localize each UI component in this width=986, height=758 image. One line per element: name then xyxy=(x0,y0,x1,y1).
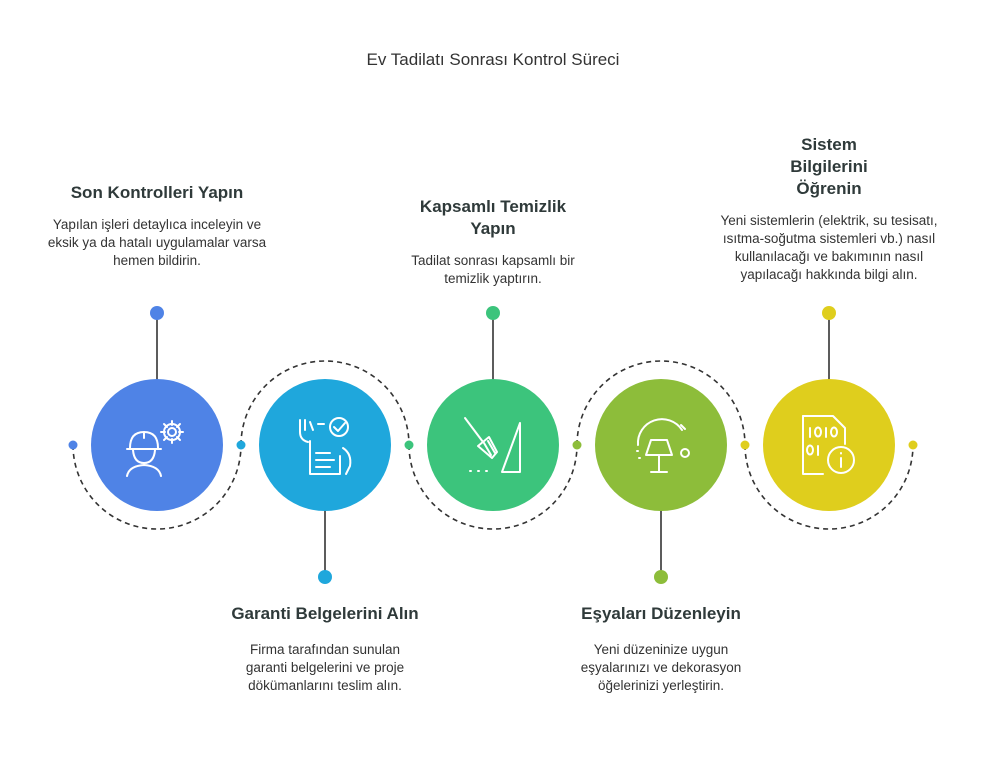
step-2-text: Garanti Belgelerini Alın Firma tarafında… xyxy=(200,603,450,695)
lamp-icon xyxy=(636,418,690,473)
step-4-description: Yeni düzeninize uygun eşyalarınızı ve de… xyxy=(580,642,742,693)
connector-2 xyxy=(318,510,332,584)
step-3-title: Kapsamlı Temizlik Yapın xyxy=(419,197,567,238)
step-2-description: Firma tarafından sunulan garanti belgele… xyxy=(245,642,405,693)
step-circle-4 xyxy=(595,379,727,511)
engineer-gear-icon xyxy=(126,420,184,477)
step-2-title: Garanti Belgelerini Alın xyxy=(231,604,419,623)
step-5-description: Yeni sistemlerin (elektrik, su tesisatı,… xyxy=(720,213,938,282)
step-1-title: Son Kontrolleri Yapın xyxy=(70,183,244,202)
junction-dot xyxy=(740,440,750,450)
step-1-description: Yapılan işleri detaylıca inceleyin ve ek… xyxy=(47,217,267,268)
connector-4 xyxy=(654,510,668,584)
step-5-title: Sistem Bilgilerini Öğrenin xyxy=(790,135,868,198)
junction-dot xyxy=(404,440,414,450)
document-check-icon xyxy=(299,417,352,475)
junction-dot xyxy=(908,440,918,450)
step-circle-5 xyxy=(763,379,895,511)
step-circle-2 xyxy=(259,379,391,511)
step-5-text: Sistem Bilgilerini Öğrenin Yeni sistemle… xyxy=(714,134,944,284)
dashed-arc-path xyxy=(72,360,914,530)
connector-3 xyxy=(486,306,500,380)
broom-icon xyxy=(464,417,521,473)
step-4-text: Eşyaları Düzenleyin Yeni düzeninize uygu… xyxy=(541,603,781,695)
diagram-title: Ev Tadilatı Sonrası Kontrol Süreci xyxy=(366,50,620,69)
step-4-title: Eşyaları Düzenleyin xyxy=(581,604,741,623)
step-3-description: Tadilat sonrası kapsamlı bir temizlik ya… xyxy=(411,253,575,286)
junction-dot xyxy=(572,440,582,450)
step-3-text: Kapsamlı Temizlik Yapın Tadilat sonrası … xyxy=(393,196,593,288)
connector-1 xyxy=(150,306,164,380)
binary-info-icon xyxy=(802,415,855,475)
junction-dot xyxy=(236,440,246,450)
connector-5 xyxy=(822,306,836,380)
junction-dot xyxy=(68,440,78,450)
step-1-text: Son Kontrolleri Yapın Yapılan işleri det… xyxy=(47,182,267,270)
